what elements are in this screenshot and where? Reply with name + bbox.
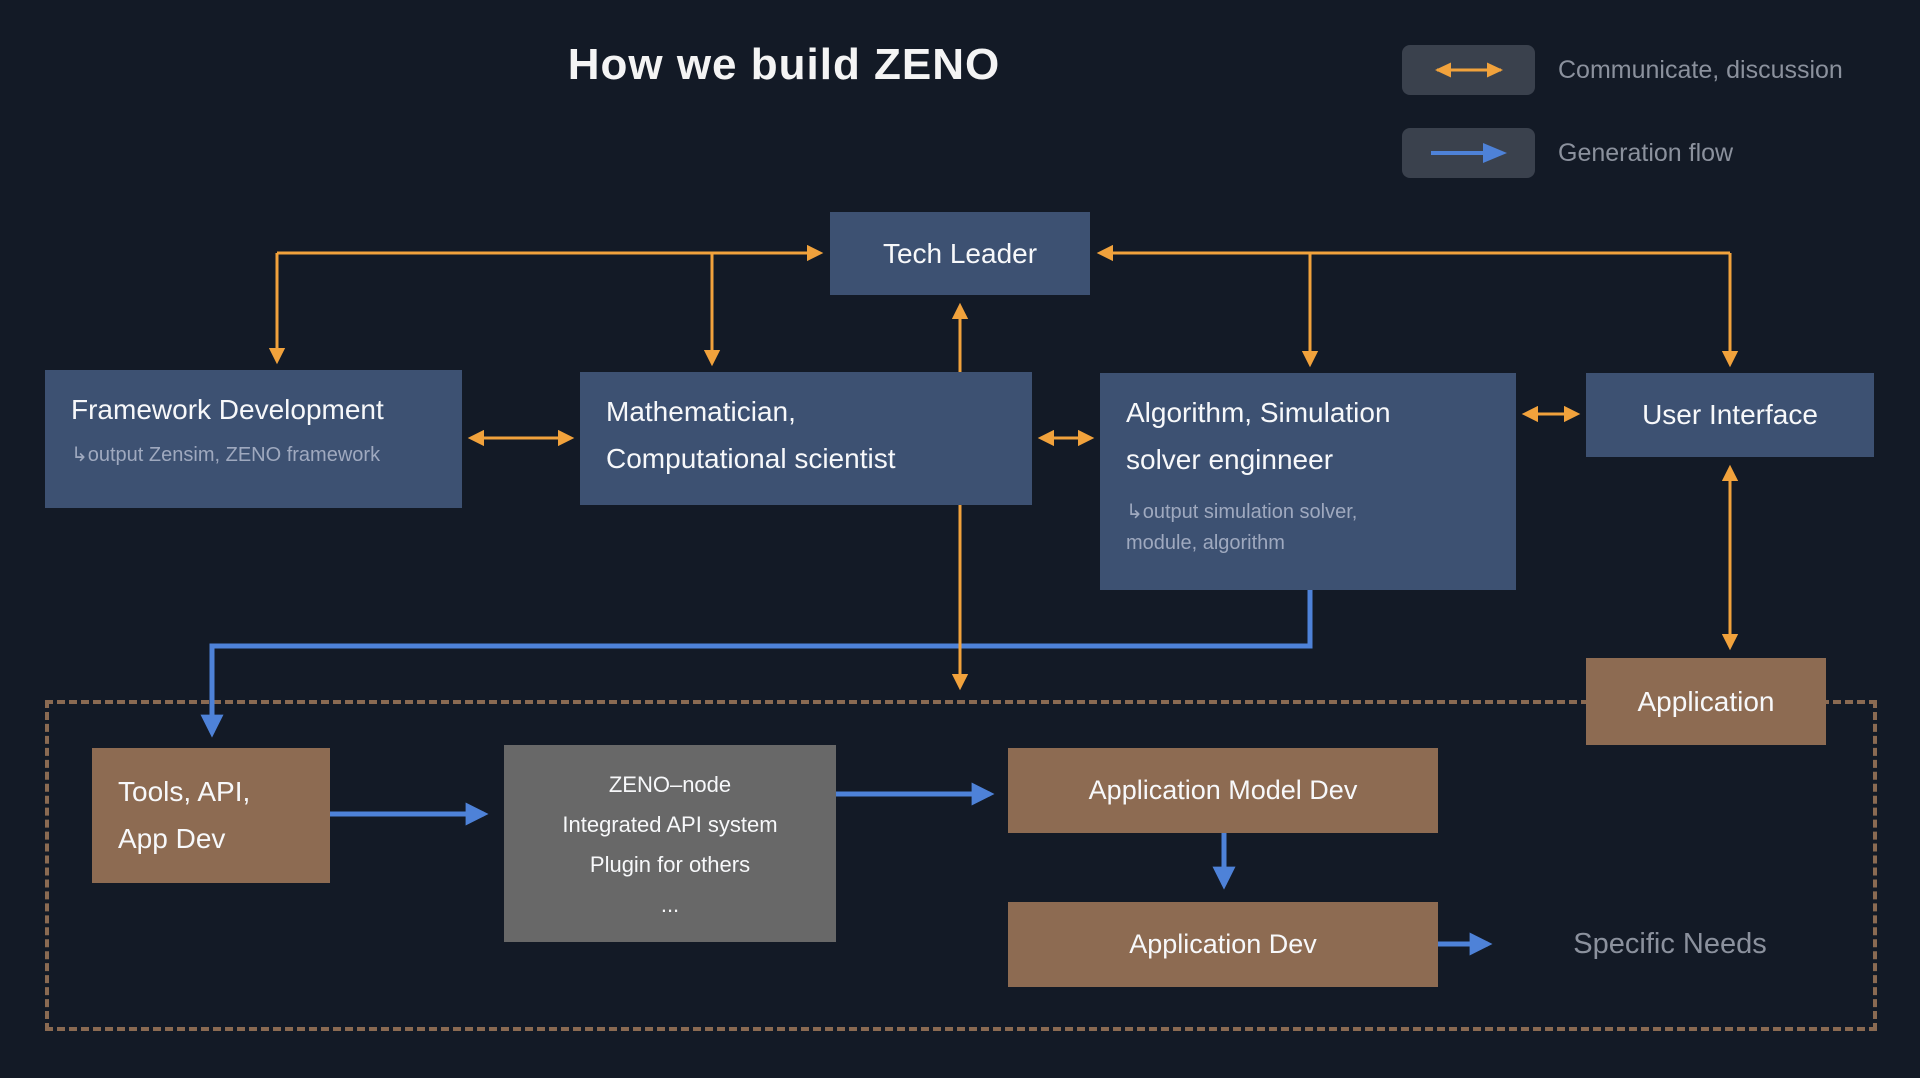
node-application-label: Application — [1637, 685, 1775, 717]
node-application-model-dev: Application Model Dev — [1008, 748, 1438, 833]
node-application-dev-label: Application Dev — [1129, 929, 1317, 959]
node-zeno-line2: Integrated API system — [562, 812, 778, 837]
node-zeno-line3: Plugin for others — [589, 852, 751, 877]
node-algorithm-output2: module, algorithm — [1126, 532, 1285, 554]
node-user-interface-label: User Interface — [1642, 399, 1818, 430]
node-algorithm-simulation: Algorithm, Simulation solver enginneer ↳… — [1100, 373, 1516, 590]
node-mathematician-line1: Mathematician, — [606, 396, 796, 427]
node-framework-output: ↳output Zensim, ZENO framework — [71, 444, 381, 466]
node-tech-leader: Tech Leader — [830, 212, 1090, 295]
page-title: How we build ZENO — [567, 40, 1001, 89]
generation-flow-arrow-icon — [1430, 143, 1507, 163]
legend-generation-label: Generation flow — [1558, 139, 1734, 167]
specific-needs-label: Specific Needs — [1573, 928, 1767, 960]
node-tools-api-app-dev: Tools, API, App Dev — [92, 748, 330, 883]
legend-generation-swatch — [1402, 128, 1535, 178]
node-tools-line1: Tools, API, — [118, 776, 251, 807]
node-mathematician-line2: Computational scientist — [606, 443, 896, 474]
node-framework-development: Framework Development ↳output Zensim, ZE… — [45, 370, 462, 508]
node-application: Application — [1586, 658, 1826, 745]
legend-communicate-swatch — [1402, 45, 1535, 95]
node-tech-leader-label: Tech Leader — [882, 237, 1038, 269]
legend-communicate-label: Communicate, discussion — [1558, 56, 1843, 84]
node-application-dev: Application Dev — [1008, 902, 1438, 987]
node-zeno-line1: ZENO–node — [608, 772, 732, 797]
node-algorithm-output1: ↳output simulation solver, — [1126, 501, 1358, 523]
node-mathematician: Mathematician, Computational scientist — [580, 372, 1032, 505]
node-algorithm-line2: solver enginneer — [1126, 444, 1334, 475]
node-tools-line2: App Dev — [118, 823, 226, 854]
node-zeno-line4: ... — [660, 892, 680, 917]
node-framework-title: Framework Development — [71, 394, 384, 425]
node-algorithm-line1: Algorithm, Simulation — [1126, 397, 1391, 428]
node-zeno-node: ZENO–node Integrated API system Plugin f… — [504, 745, 836, 942]
node-application-model-dev-label: Application Model Dev — [1088, 775, 1358, 805]
node-user-interface: User Interface — [1586, 373, 1874, 457]
communicate-arrow-icon — [1434, 62, 1503, 78]
